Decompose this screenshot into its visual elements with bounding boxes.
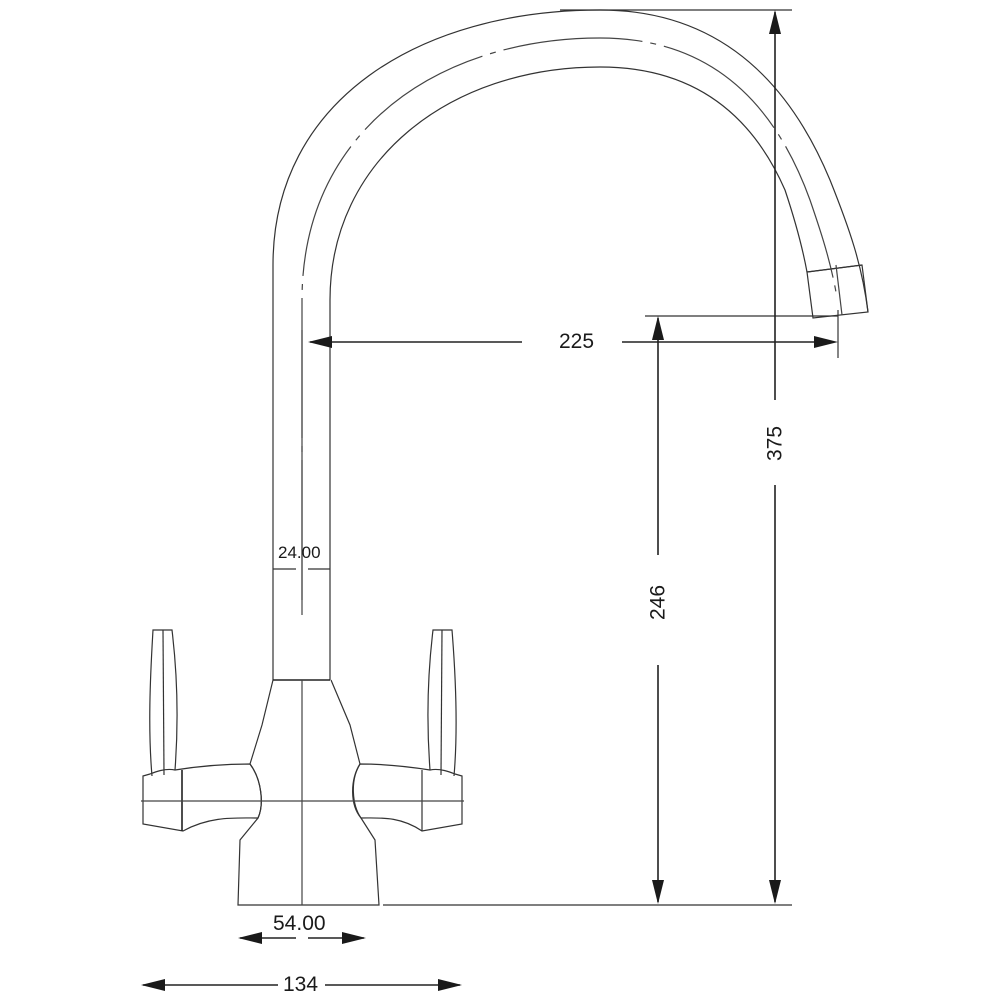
overall-width-dimension [141,979,462,991]
spout-diameter-label: 24.00 [278,543,321,562]
spout-outline [272,9,869,680]
reach-dimension [308,310,839,358]
outlet-height-label: 246 [647,581,670,624]
total-height-label: 375 [764,422,787,465]
base-width-label: 54.00 [273,912,326,935]
total-height-dimension [383,9,792,906]
outlet-height-dimension [645,315,838,904]
spout-diameter-dimension [273,330,330,615]
tap-body [141,629,464,906]
base-width-dimension [238,932,366,944]
reach-label: 225 [559,330,595,353]
overall-width-label: 134 [283,973,319,996]
